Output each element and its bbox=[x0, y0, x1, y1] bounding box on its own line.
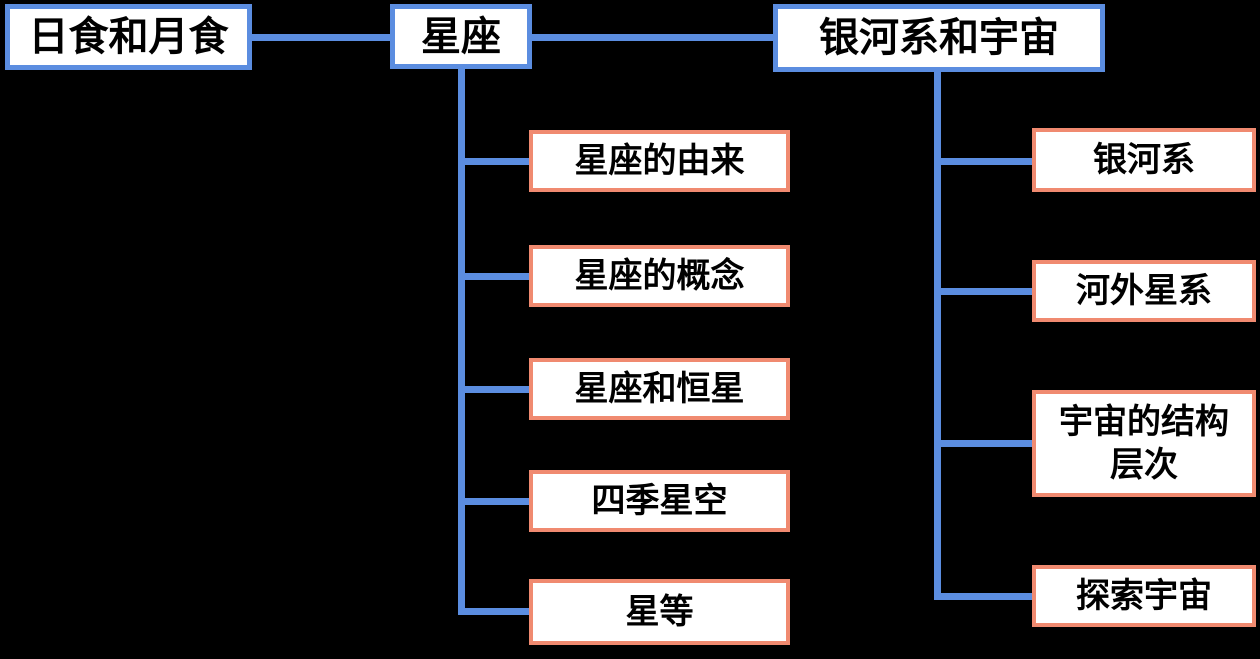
connector-branch-galaxy-3 bbox=[934, 440, 1034, 447]
connector-branch-constellation-5 bbox=[458, 608, 532, 615]
connector-branch-galaxy-1 bbox=[934, 158, 1034, 165]
connector-trunk-galaxy bbox=[934, 72, 941, 600]
connector-branch-galaxy-4 bbox=[934, 593, 1034, 600]
connector-branch-galaxy-2 bbox=[934, 288, 1034, 295]
node-magnitude: 星等 bbox=[529, 579, 790, 645]
connector-branch-constellation-3 bbox=[458, 386, 532, 393]
connector-eclipse-constellation bbox=[252, 34, 390, 41]
connector-branch-constellation-4 bbox=[458, 498, 532, 505]
node-constellation-origin: 星座的由来 bbox=[529, 130, 790, 192]
node-extragalactic: 河外星系 bbox=[1032, 260, 1256, 322]
node-galaxy: 银河系和宇宙 bbox=[773, 4, 1105, 72]
connector-branch-constellation-2 bbox=[458, 273, 532, 280]
node-constellation: 星座 bbox=[390, 4, 532, 69]
connector-branch-constellation-1 bbox=[458, 158, 532, 165]
node-constellation-stars: 星座和恒星 bbox=[529, 358, 790, 420]
node-eclipse: 日食和月食 bbox=[5, 4, 252, 70]
node-universe-structure: 宇宙的结构层次 bbox=[1032, 390, 1256, 497]
connector-constellation-galaxy bbox=[532, 34, 773, 41]
node-milky-way: 银河系 bbox=[1032, 128, 1256, 192]
node-constellation-concept: 星座的概念 bbox=[529, 245, 790, 307]
node-explore-universe: 探索宇宙 bbox=[1032, 565, 1256, 627]
node-four-season-sky: 四季星空 bbox=[529, 470, 790, 532]
connector-trunk-constellation bbox=[458, 68, 465, 615]
